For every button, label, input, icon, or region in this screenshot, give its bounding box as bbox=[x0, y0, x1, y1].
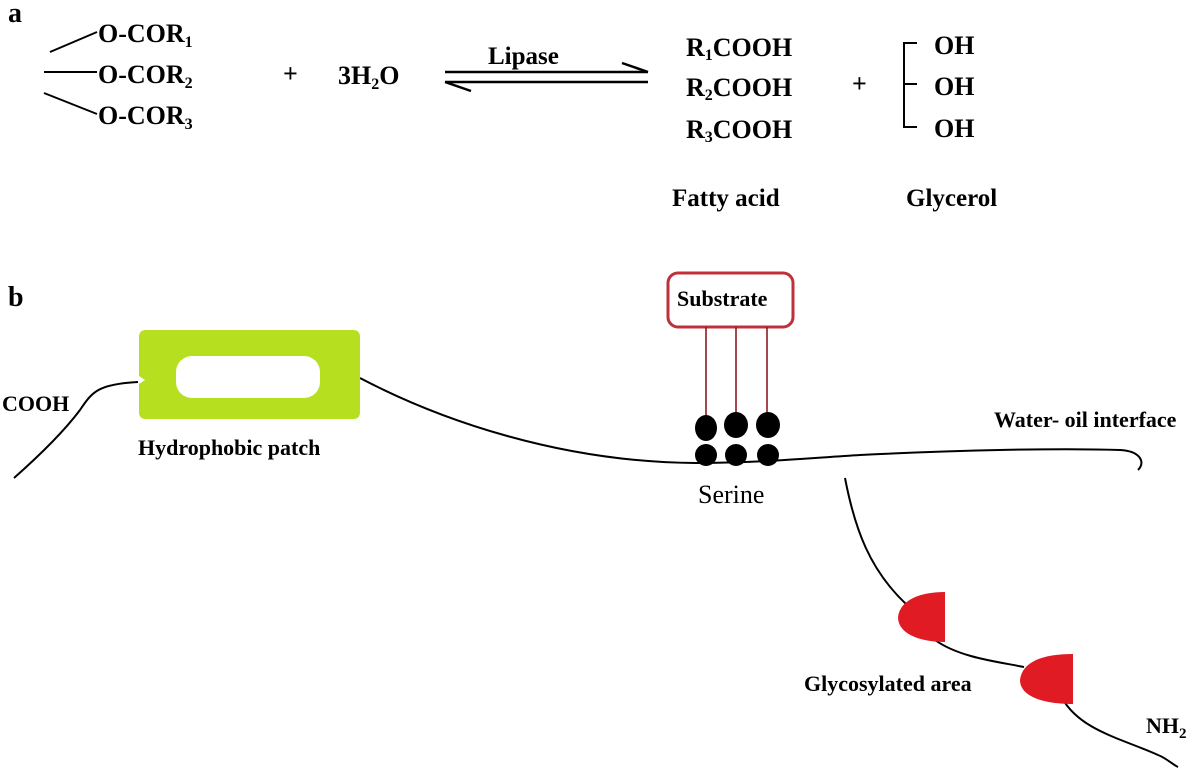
glycerol-label: Glycerol bbox=[906, 185, 997, 212]
fatty-acid-2: R2COOH bbox=[686, 73, 792, 104]
nh2-label: NH2 bbox=[1146, 713, 1187, 742]
ester-3: O-COR3 bbox=[98, 101, 193, 133]
ester-1: O-COR1 bbox=[98, 19, 193, 51]
cooh-label: COOH bbox=[2, 391, 69, 416]
serine-residues bbox=[695, 412, 780, 466]
panel-b-label: b bbox=[8, 282, 24, 313]
interface-label: Water- oil interface bbox=[994, 407, 1177, 432]
plus-sign-1: + bbox=[283, 59, 298, 88]
water-formula: 3H2O bbox=[338, 61, 399, 93]
glycerol-oh-2: OH bbox=[934, 72, 974, 101]
protein-tail bbox=[844, 477, 1179, 768]
glycosylation-sites bbox=[898, 592, 1073, 704]
fatty-acid-label: Fatty acid bbox=[672, 185, 780, 212]
hydrophobic-patch-label: Hydrophobic patch bbox=[138, 435, 320, 460]
glycosylated-label: Glycosylated area bbox=[804, 671, 972, 696]
triglyceride-backbone bbox=[43, 31, 98, 115]
fatty-acid-1: R1COOH bbox=[686, 33, 792, 64]
glycerol-oh-3: OH bbox=[934, 114, 974, 143]
substrate-connectors bbox=[705, 327, 768, 420]
equilibrium-arrow bbox=[444, 61, 649, 93]
substrate-label: Substrate bbox=[677, 286, 768, 311]
hydrophobic-patch bbox=[139, 330, 360, 419]
glycerol-oh-1: OH bbox=[934, 31, 974, 60]
serine-label: Serine bbox=[698, 480, 764, 509]
fatty-acid-3: R3COOH bbox=[686, 115, 792, 146]
ester-2: O-COR2 bbox=[98, 60, 193, 92]
glycerol-backbone bbox=[903, 42, 917, 128]
enzyme-label: Lipase bbox=[488, 43, 559, 70]
protein-chain bbox=[13, 377, 1143, 479]
plus-sign-2: + bbox=[852, 69, 867, 98]
substrate-box bbox=[666, 271, 795, 329]
panel-a-label: a bbox=[8, 0, 22, 29]
